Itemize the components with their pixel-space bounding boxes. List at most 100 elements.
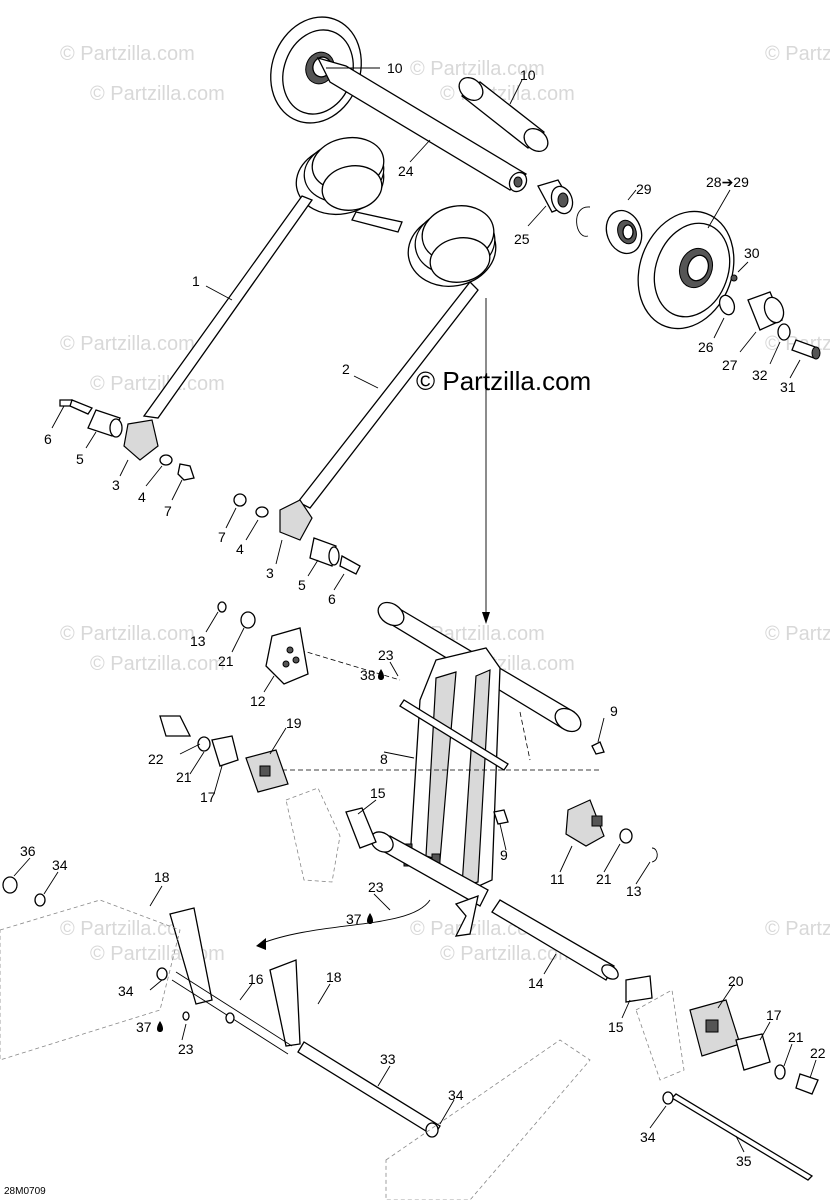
idler-wheel-right xyxy=(637,210,735,330)
shaft-14 xyxy=(491,899,619,981)
callout-20: 20 xyxy=(728,973,744,989)
watermarks: © Partzilla.com © Partzilla.com © Partzi… xyxy=(60,43,830,965)
callout-7-right: 7 xyxy=(218,529,226,545)
watermark-3: © Partzilla.com xyxy=(410,58,545,80)
callout-21-upper: 21 xyxy=(218,653,234,669)
callout-6-left: 6 xyxy=(44,431,52,447)
callout-22-right: 22 xyxy=(810,1045,826,1061)
watermark-2: © Partzilla.com xyxy=(90,83,225,105)
block-11 xyxy=(565,799,658,863)
callout-35: 35 xyxy=(736,1153,752,1169)
axle-24 xyxy=(316,56,528,193)
watermark-17: © Partzilla.com xyxy=(440,943,575,965)
watermark-6: © Partzilla.com xyxy=(60,333,195,355)
callout-21-left: 21 xyxy=(176,769,192,785)
callout-27: 27 xyxy=(722,357,738,373)
drop-icon-37-lower xyxy=(157,1021,163,1032)
callout-21-lower: 21 xyxy=(788,1029,804,1045)
callout-12: 12 xyxy=(250,693,266,709)
callout-23-middle: 23 xyxy=(368,879,384,895)
spring-end-left xyxy=(59,399,195,481)
watermark-1: © Partzilla.com xyxy=(60,43,195,65)
callout-34-left: 34 xyxy=(118,983,134,999)
bearing-29 xyxy=(605,209,643,255)
callout-31: 31 xyxy=(780,379,796,395)
callout-5-left: 5 xyxy=(76,451,84,467)
callout-34-middle: 34 xyxy=(448,1087,464,1103)
callout-19: 19 xyxy=(286,715,302,731)
callout-11: 11 xyxy=(550,871,565,887)
callout-36: 36 xyxy=(20,843,36,859)
callout-23-upper: 23 xyxy=(378,647,394,663)
assembly-arrow xyxy=(482,298,490,624)
callout-18-right: 18 xyxy=(326,969,342,985)
callout-15-lower: 15 xyxy=(608,1019,624,1035)
callout-labels: 10 10 24 25 29 28➔29 30 26 27 32 31 1 2 … xyxy=(20,60,826,1169)
spring-2 xyxy=(296,205,497,509)
parts-9-15-right xyxy=(345,741,605,849)
center-watermark: © Partzilla.com xyxy=(416,366,591,396)
callout-26: 26 xyxy=(698,339,714,355)
callout-4-right: 4 xyxy=(236,541,244,557)
callout-10-tube: 10 xyxy=(520,67,536,83)
parts-21-13-left xyxy=(217,601,256,629)
callout-9-upper: 9 xyxy=(610,703,618,719)
circlip xyxy=(576,206,591,237)
callout-9-lower: 9 xyxy=(500,847,508,863)
callout-28-29: 28➔29 xyxy=(706,174,749,190)
bushing-25 xyxy=(537,179,574,215)
rear-arm-8 xyxy=(370,601,582,937)
callout-24: 24 xyxy=(398,163,414,179)
callout-32: 32 xyxy=(752,367,768,383)
small-parts-26-32 xyxy=(718,274,821,360)
callout-25: 25 xyxy=(514,231,530,247)
callout-23-lower: 23 xyxy=(178,1041,194,1057)
callout-17-right: 17 xyxy=(766,1007,782,1023)
block-12 xyxy=(265,627,309,685)
leader-lines xyxy=(13,67,817,1153)
parts-22-21-17-19 xyxy=(159,715,289,793)
watermark-10: © Partzilla.com xyxy=(90,653,225,675)
callout-15-upper: 15 xyxy=(370,785,386,801)
watermark-9: © Partzilla.com xyxy=(60,623,195,645)
diagram-code: 28M0709 xyxy=(4,1186,46,1197)
watermark-18: © Partzilla.com xyxy=(765,918,830,940)
bracket-left xyxy=(169,907,301,1055)
spacer-tube-10 xyxy=(458,77,549,152)
callout-34-right: 34 xyxy=(640,1129,656,1145)
callout-22-left: 22 xyxy=(148,751,164,767)
callout-34-top: 34 xyxy=(52,857,68,873)
callout-16: 16 xyxy=(248,971,264,987)
curved-arrow xyxy=(259,899,431,945)
callout-3-right: 3 xyxy=(266,565,274,581)
curved-arrow-head xyxy=(256,938,266,950)
callout-37-lower: 37 xyxy=(136,1019,152,1035)
callout-2: 2 xyxy=(342,361,350,377)
callout-30: 30 xyxy=(744,245,760,261)
plate-ghost-middle xyxy=(285,787,341,883)
drop-icon-37-upper xyxy=(367,913,373,924)
callout-1: 1 xyxy=(192,273,200,289)
spring-1 xyxy=(142,136,403,419)
watermark-7: © Partzilla.com xyxy=(90,373,225,395)
callout-13-right: 13 xyxy=(626,883,642,899)
dashed-links-middle xyxy=(282,649,600,771)
callout-37-upper: 37 xyxy=(346,911,362,927)
spring-end-right xyxy=(233,493,361,575)
callout-13-left: 13 xyxy=(190,633,206,649)
callout-5-right: 5 xyxy=(298,577,306,593)
small-parts-34-36 xyxy=(2,876,439,1138)
callout-6-right: 6 xyxy=(328,591,336,607)
parts-20-17-22-right xyxy=(625,975,819,1095)
callout-3-left: 3 xyxy=(112,477,120,493)
callout-33: 33 xyxy=(380,1051,396,1067)
watermark-14: © Partzilla.com xyxy=(60,918,195,940)
shaft-35 xyxy=(662,1091,814,1181)
callout-7-left: 7 xyxy=(164,503,172,519)
callout-21-right: 21 xyxy=(596,871,612,887)
callout-14: 14 xyxy=(528,975,544,991)
drop-icon-38 xyxy=(378,669,384,680)
watermark-13: © Partzilla.com xyxy=(765,623,830,645)
callout-10-wheel: 10 xyxy=(387,60,403,76)
